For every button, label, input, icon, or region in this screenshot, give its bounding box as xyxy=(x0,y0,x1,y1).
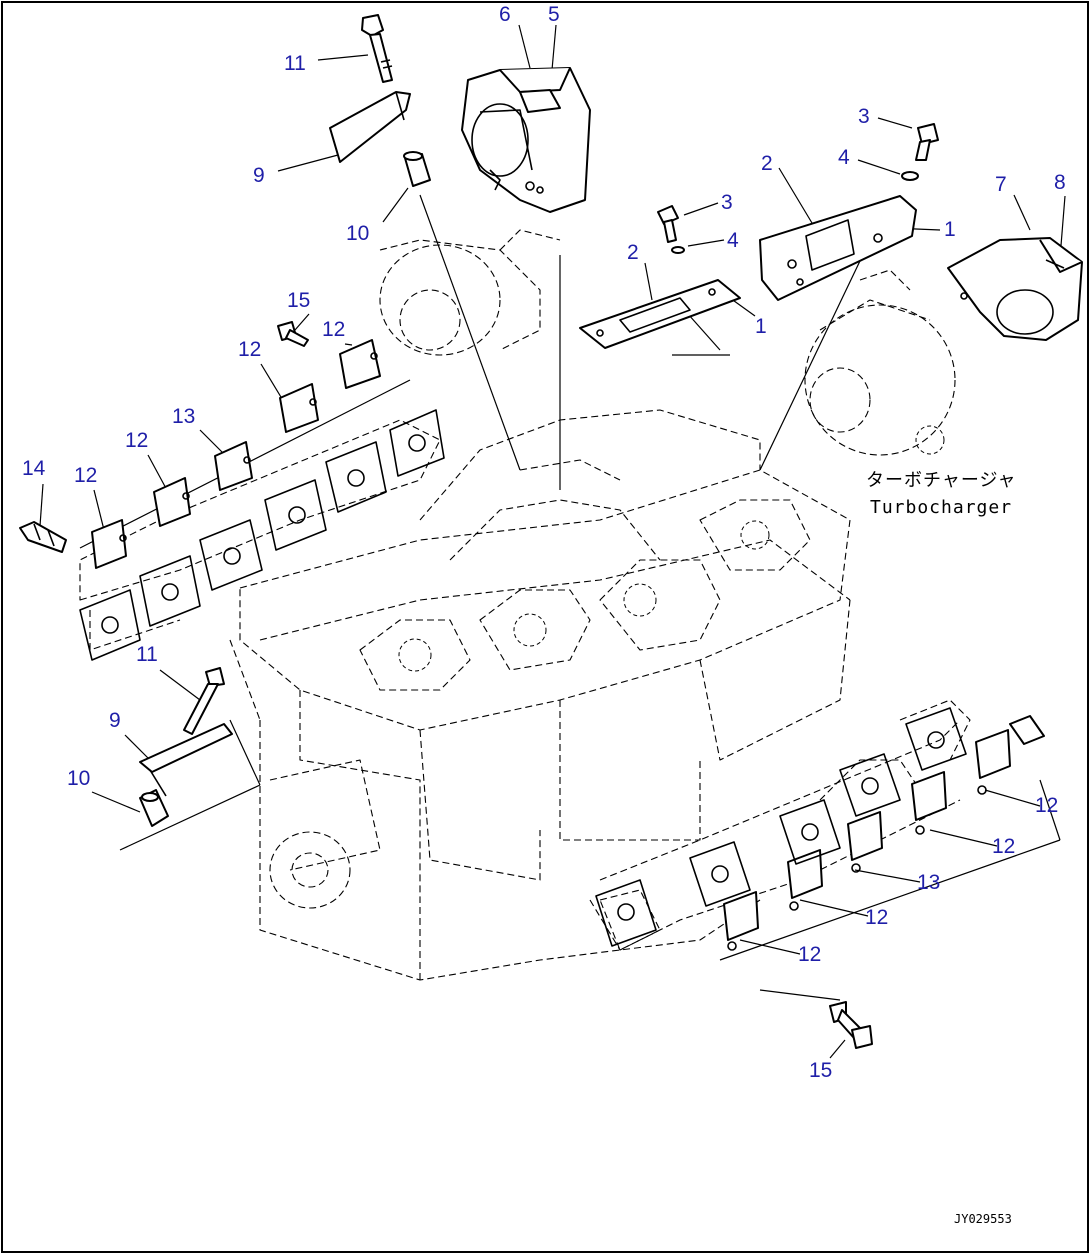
exhaust-manifold-right xyxy=(595,707,1045,947)
drawing-reference-number: JY029553 xyxy=(954,1212,1012,1226)
callout: 4 xyxy=(727,229,739,252)
callout: 5 xyxy=(548,3,560,26)
callout: 13 xyxy=(917,871,940,894)
callout: 2 xyxy=(627,241,639,264)
turbocharger-label-en: Turbocharger xyxy=(870,497,1012,518)
part-10-lower-sleeve xyxy=(139,789,169,827)
part-11-top-bolt xyxy=(361,14,393,83)
callout: 13 xyxy=(172,405,195,428)
callout: 12 xyxy=(992,835,1015,858)
callout: 4 xyxy=(838,146,850,169)
part-15-lower-bolt xyxy=(829,1001,873,1049)
callout: 15 xyxy=(809,1059,832,1082)
callout: 11 xyxy=(136,643,158,666)
callout: 6 xyxy=(499,3,511,26)
callout: 12 xyxy=(125,429,148,452)
callout: 12 xyxy=(798,943,821,966)
callout: 12 xyxy=(74,464,97,487)
part-12-13-gaskets-right xyxy=(723,729,1011,951)
callout: 3 xyxy=(858,105,870,128)
callout: 12 xyxy=(865,906,888,929)
callout: 1 xyxy=(944,218,956,241)
part-3-4-bolt-right xyxy=(901,123,939,181)
part-14-sensor xyxy=(19,521,67,553)
part-1-2-heat-shield-left xyxy=(579,279,741,349)
leader-lines xyxy=(39,24,1066,1059)
callout: 11 xyxy=(284,52,306,75)
turbocharger-label-jp: ターボチャージャ xyxy=(866,470,1017,491)
callout-labels: 11 6 5 9 10 3 4 2 7 8 3 4 1 2 1 15 12 12… xyxy=(22,3,1066,1082)
callout: 10 xyxy=(67,767,90,790)
callout: 9 xyxy=(109,709,121,732)
part-5-6-turbo-cover-top xyxy=(461,67,591,213)
callout: 9 xyxy=(253,164,265,187)
callout: 15 xyxy=(287,289,310,312)
callout: 1 xyxy=(755,315,767,338)
callout: 8 xyxy=(1054,171,1066,194)
part-1-2-heat-shield-right xyxy=(759,195,917,301)
callout: 7 xyxy=(995,173,1007,196)
part-7-8-turbo-cover-right xyxy=(947,237,1083,341)
callout: 14 xyxy=(22,457,46,480)
part-9-top-clamp xyxy=(329,91,411,163)
engine-block-outline xyxy=(79,229,971,981)
callout: 3 xyxy=(721,191,733,214)
callout: 12 xyxy=(322,318,345,341)
part-3-4-bolt-left xyxy=(657,205,685,254)
part-15-upper-bolt xyxy=(277,321,309,347)
part-11-lower-bolt xyxy=(183,667,225,735)
exhaust-manifold-left xyxy=(79,409,445,661)
callout: 12 xyxy=(1035,794,1058,817)
part-10-top-sleeve xyxy=(403,151,431,187)
callout: 12 xyxy=(238,338,261,361)
callout: 10 xyxy=(346,222,369,245)
callout: 2 xyxy=(761,152,773,175)
part-9-lower-clamp xyxy=(139,723,233,797)
part-12-13-gaskets-left xyxy=(91,339,381,569)
